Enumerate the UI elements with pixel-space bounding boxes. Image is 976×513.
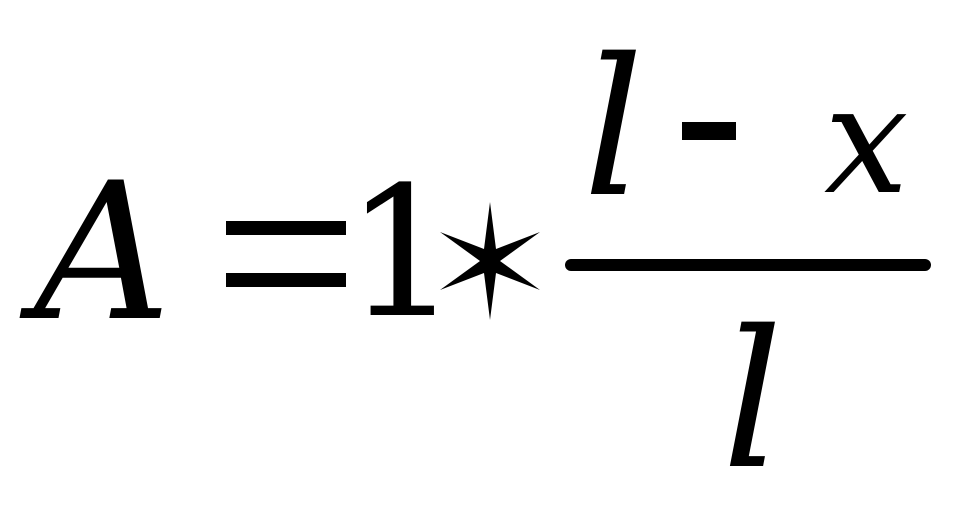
numerator-x: x <box>824 54 909 228</box>
fraction-bar <box>565 259 931 271</box>
equals-bar-bottom <box>226 273 346 287</box>
numerator-l: l <box>583 18 644 239</box>
coefficient-one: 1 <box>345 149 460 358</box>
minus-sign <box>682 122 736 140</box>
multiply-star-icon <box>440 202 540 320</box>
denominator-l: l <box>722 290 783 511</box>
variable-a: A <box>34 142 172 363</box>
equals-bar-top <box>226 221 346 235</box>
